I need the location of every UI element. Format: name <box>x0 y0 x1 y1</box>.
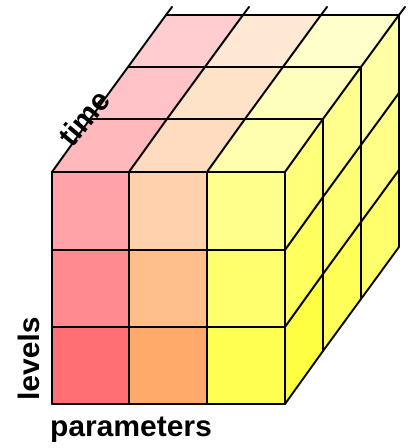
front-cell <box>206 249 286 328</box>
depth-edge-tip <box>242 6 250 16</box>
parameters-axis-label: parameters <box>50 410 212 443</box>
front-cell <box>206 171 286 251</box>
front-cell <box>51 171 130 251</box>
cube-edges <box>165 6 406 16</box>
front-cell <box>206 326 286 405</box>
front-cell <box>51 249 130 328</box>
depth-edge-tip <box>320 6 328 16</box>
side-cell <box>360 169 400 300</box>
cube-front-face <box>51 171 286 405</box>
front-cell <box>128 171 208 251</box>
front-cell <box>128 326 208 405</box>
levels-axis-label: levels <box>13 317 46 400</box>
front-cell <box>128 249 208 328</box>
cube-side-face <box>284 14 400 405</box>
depth-edge-tip <box>398 6 406 16</box>
front-cell <box>51 326 130 405</box>
depth-edge-tip <box>165 6 173 16</box>
